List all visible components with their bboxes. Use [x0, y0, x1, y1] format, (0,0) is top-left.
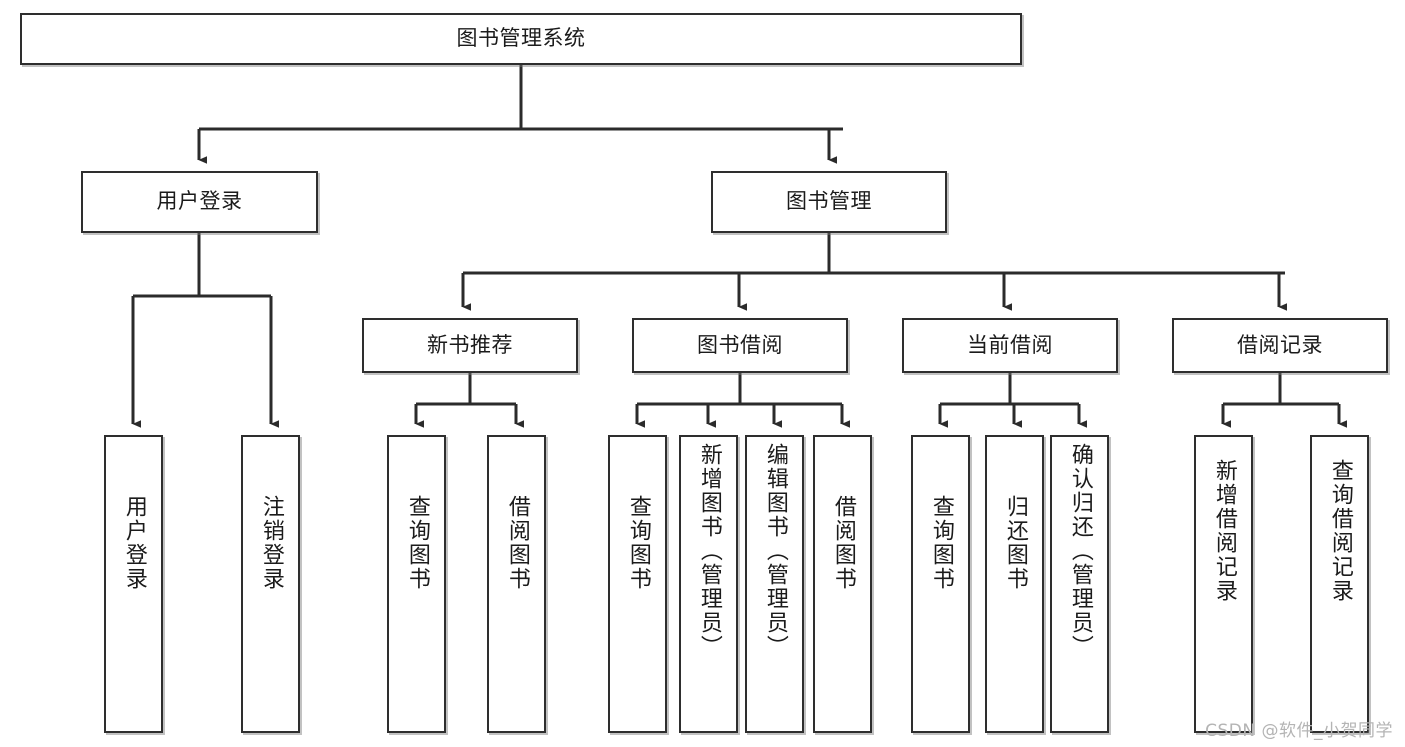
node-leaf-borrow-books-recommend-label: 借阅图书 [504, 495, 530, 591]
node-current-borrow-label: 当前借阅 [967, 332, 1053, 357]
node-leaf-borrow-books-recommend[interactable]: 借阅图书 [487, 435, 546, 733]
node-leaf-confirm-return-admin-label: 确认归还（管理员） [1067, 443, 1093, 659]
node-leaf-add-book-admin[interactable]: 新增图书（管理员） [679, 435, 738, 733]
node-leaf-add-borrow-record[interactable]: 新增借阅记录 [1194, 435, 1253, 733]
node-leaf-logout-label: 注销登录 [258, 495, 284, 591]
node-new-book-recommend[interactable]: 新书推荐 [362, 318, 578, 373]
node-leaf-query-books-current-label: 查询图书 [928, 495, 954, 591]
node-leaf-confirm-return-admin[interactable]: 确认归还（管理员） [1050, 435, 1109, 733]
node-leaf-logout[interactable]: 注销登录 [241, 435, 300, 733]
node-leaf-query-books-borrow[interactable]: 查询图书 [608, 435, 667, 733]
node-current-borrow[interactable]: 当前借阅 [902, 318, 1118, 373]
node-leaf-query-books-recommend-label: 查询图书 [404, 495, 430, 591]
node-book-management-label: 图书管理 [786, 189, 872, 214]
node-leaf-query-borrow-record[interactable]: 查询借阅记录 [1310, 435, 1369, 733]
node-leaf-query-books-borrow-label: 查询图书 [625, 495, 651, 591]
node-book-management[interactable]: 图书管理 [711, 171, 947, 233]
node-borrow-record[interactable]: 借阅记录 [1172, 318, 1388, 373]
node-root-label: 图书管理系统 [456, 26, 586, 51]
watermark-label: CSDN @软件_小贺同学 [1205, 721, 1393, 741]
node-book-borrow-label: 图书借阅 [697, 332, 783, 357]
node-leaf-edit-book-admin[interactable]: 编辑图书（管理员） [745, 435, 804, 733]
node-leaf-query-borrow-record-label: 查询借阅记录 [1327, 459, 1353, 603]
node-leaf-add-borrow-record-label: 新增借阅记录 [1211, 459, 1237, 603]
node-leaf-query-books-current[interactable]: 查询图书 [911, 435, 970, 733]
node-leaf-query-books-recommend[interactable]: 查询图书 [387, 435, 446, 733]
node-user-login-label: 用户登录 [156, 189, 243, 214]
node-leaf-user-login[interactable]: 用户登录 [104, 435, 163, 733]
node-leaf-return-books[interactable]: 归还图书 [985, 435, 1044, 733]
node-leaf-add-book-admin-label: 新增图书（管理员） [696, 443, 722, 659]
node-user-login[interactable]: 用户登录 [81, 171, 318, 233]
node-leaf-borrow-books[interactable]: 借阅图书 [813, 435, 872, 733]
node-leaf-return-books-label: 归还图书 [1002, 495, 1028, 591]
node-borrow-record-label: 借阅记录 [1237, 332, 1323, 357]
node-leaf-edit-book-admin-label: 编辑图书（管理员） [762, 443, 788, 659]
node-leaf-borrow-books-label: 借阅图书 [830, 495, 856, 591]
node-leaf-user-login-label: 用户登录 [121, 495, 147, 591]
node-book-borrow[interactable]: 图书借阅 [632, 318, 848, 373]
node-new-book-recommend-label: 新书推荐 [427, 332, 513, 357]
node-root[interactable]: 图书管理系统 [20, 13, 1022, 65]
